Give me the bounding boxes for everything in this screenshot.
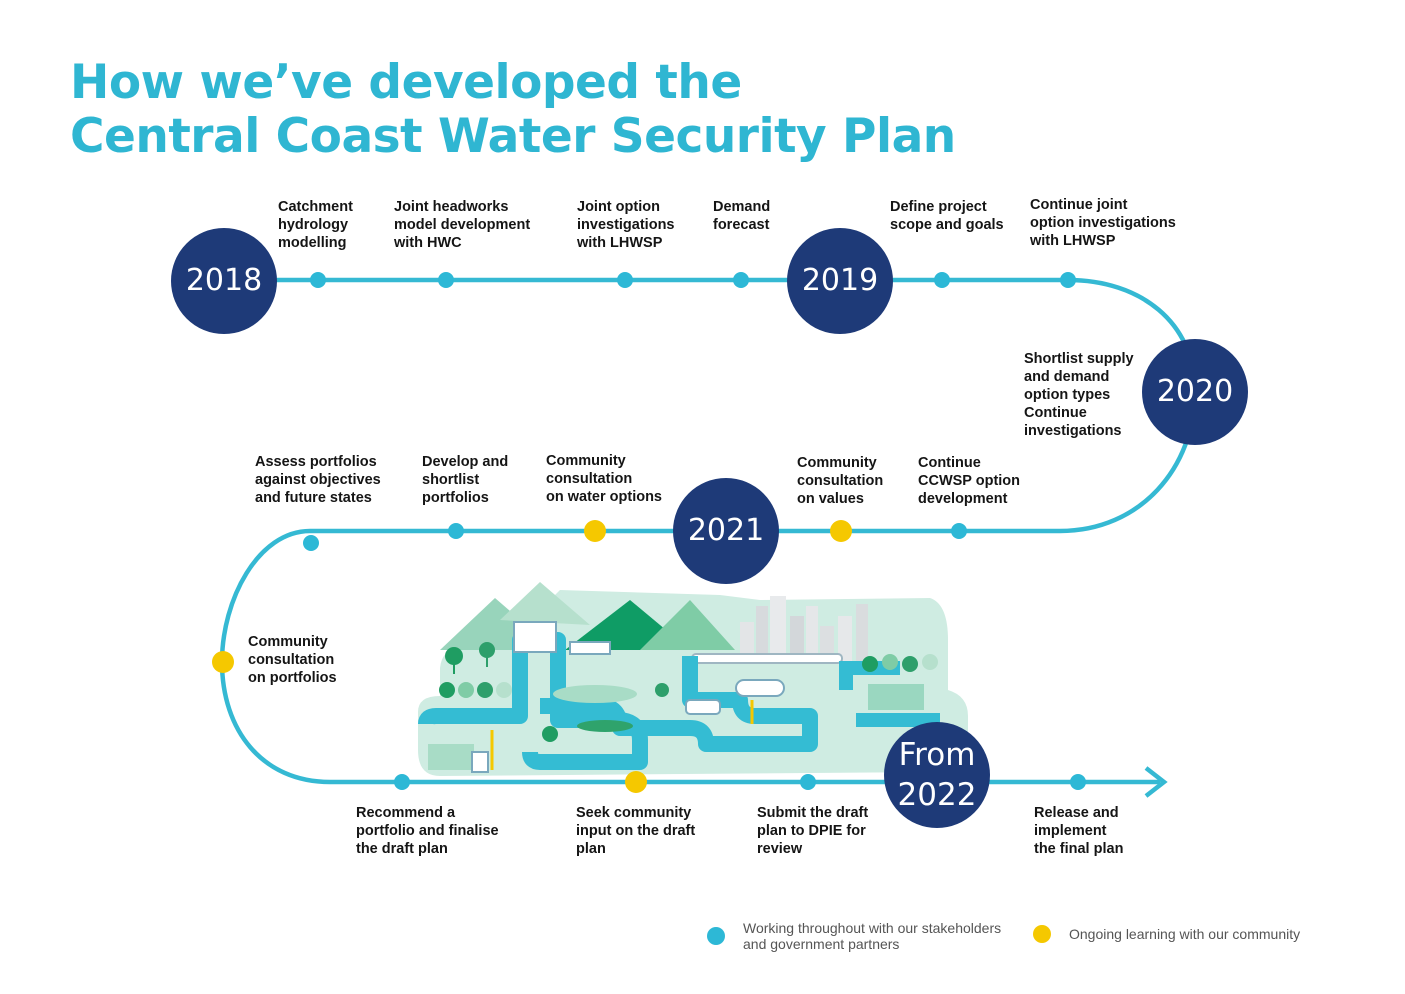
timeline-path <box>219 277 1198 785</box>
arrow-head-icon <box>1144 766 1168 798</box>
year-2019-circle: 2019 <box>787 228 893 334</box>
year-2022-circle: From 2022 <box>884 722 990 828</box>
milestone-joint-option: Joint option investigations with LHWSP <box>577 199 675 251</box>
milestone-dot <box>800 774 816 790</box>
milestone-dot <box>1070 774 1086 790</box>
milestone-dot <box>438 272 454 288</box>
milestone-catchment: Catchment hydrology modelling <box>278 199 353 251</box>
legend-community: Ongoing learning with our community <box>1033 925 1300 943</box>
milestone-dot <box>617 272 633 288</box>
legend-stakeholders-text: Working throughout with our stakeholders… <box>743 920 1002 952</box>
milestone-headworks: Joint headworks model development with H… <box>394 199 531 251</box>
year-2018-circle: 2018 <box>171 228 277 334</box>
title-line-2: Central Coast Water Security Plan <box>70 109 956 164</box>
community-dot <box>212 651 234 673</box>
milestone-dot <box>303 535 319 551</box>
year-2020-circle: 2020 <box>1142 339 1248 445</box>
milestone-submit: Submit the draft plan to DPIE for review <box>757 805 869 857</box>
year-2021-label: 2021 <box>687 513 765 548</box>
milestone-dot <box>733 272 749 288</box>
year-2022-label-line-1: From <box>898 737 976 773</box>
milestone-shortlist: Shortlist supply and demand option types… <box>1024 351 1134 439</box>
year-2019-label: 2019 <box>801 263 879 298</box>
year-2020-label: 2020 <box>1156 374 1234 409</box>
year-2022-label-line-2: 2022 <box>897 777 977 813</box>
stakeholder-dots <box>303 272 1086 790</box>
milestone-dot <box>934 272 950 288</box>
year-2018-label: 2018 <box>185 263 263 298</box>
milestone-continue-joint: Continue joint option investigations wit… <box>1030 197 1176 249</box>
water-landscape-illustration <box>418 582 968 776</box>
title-line-1: How we’ve developed the <box>70 55 742 110</box>
community-dot <box>584 520 606 542</box>
legend-stakeholders: Working throughout with our stakeholders… <box>707 920 1001 952</box>
milestone-community-values: Community consultation on values <box>797 455 884 507</box>
year-2021-circle: 2021 <box>673 478 779 584</box>
legend-community-text: Ongoing learning with our community <box>1069 926 1301 942</box>
milestone-define: Define project scope and goals <box>890 199 1004 233</box>
legend-blue-dot <box>707 927 725 945</box>
milestone-dot <box>394 774 410 790</box>
milestone-seek: Seek community input on the draft plan <box>576 805 696 857</box>
milestone-dot <box>310 272 326 288</box>
community-dots <box>212 520 852 793</box>
milestone-continue-ccwsp: Continue CCWSP option development <box>918 455 1021 507</box>
milestone-community-portfolios: Community consultation on portfolios <box>248 634 337 686</box>
milestone-dot <box>448 523 464 539</box>
legend-yellow-dot <box>1033 925 1051 943</box>
milestone-community-water: Community consultation on water options <box>546 453 662 505</box>
milestone-demand: Demand forecast <box>713 199 771 233</box>
community-dot <box>625 771 647 793</box>
milestone-dot <box>1060 272 1076 288</box>
milestone-assess: Assess portfolios against objectives and… <box>255 454 381 506</box>
page-title: How we’ve developed the Central Coast Wa… <box>70 56 956 164</box>
milestone-develop: Develop and shortlist portfolios <box>422 454 509 506</box>
community-dot <box>830 520 852 542</box>
milestone-recommend: Recommend a portfolio and finalise the d… <box>356 805 499 857</box>
milestone-dot <box>951 523 967 539</box>
milestone-release: Release and implement the final plan <box>1034 805 1124 857</box>
